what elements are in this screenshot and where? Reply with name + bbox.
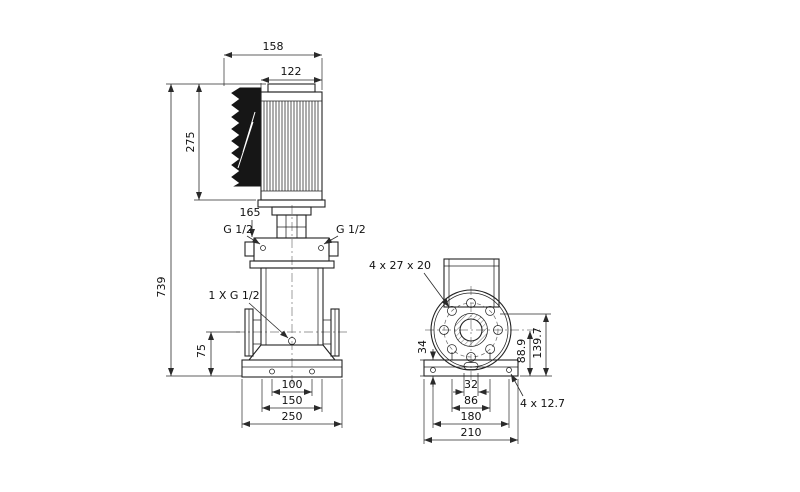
coupling xyxy=(276,214,307,239)
base-holes-label: 4 x 12.7 xyxy=(520,397,565,410)
head-port-right xyxy=(328,241,339,257)
dim-32: 32 xyxy=(453,373,489,396)
motor-assembly xyxy=(231,83,326,239)
dim-275-label: 275 xyxy=(184,132,197,153)
head-port-left xyxy=(244,241,255,257)
vent-port-left xyxy=(260,245,266,251)
port-right-label: G 1/2 xyxy=(336,223,366,236)
dim-180-label: 180 xyxy=(461,410,482,423)
port-label-left: G 1/2 xyxy=(223,223,261,245)
front-view: 158 122 275 739 75 165 G 1/2 xyxy=(155,40,366,428)
dim-150-label: 150 xyxy=(282,394,303,407)
base-holes-callout: 4 x 12.7 xyxy=(510,373,565,410)
dim-158-label: 158 xyxy=(263,40,284,53)
dim-88-9-label: 88.9 xyxy=(515,339,528,364)
sleeve-outline xyxy=(443,258,500,308)
base-slants xyxy=(248,344,336,361)
flange-holes-label: 4 x 27 x 20 xyxy=(369,259,431,272)
dim-122: 122 xyxy=(260,65,322,90)
dim-165-label: 165 xyxy=(240,206,261,219)
dim-88-9: 88.9 xyxy=(515,331,552,377)
drain-label: 1 X G 1/2 xyxy=(208,289,289,339)
front-centerlines xyxy=(236,205,348,385)
bolt-circle xyxy=(443,302,499,358)
dim-210: 210 xyxy=(423,379,519,444)
control-box-highlight xyxy=(237,111,256,169)
drain-port-label: 1 X G 1/2 xyxy=(208,289,259,302)
dim-165: 165 xyxy=(240,206,261,237)
motor-flange xyxy=(257,199,326,208)
dim-86: 86 xyxy=(451,379,491,412)
dim-180: 180 xyxy=(432,379,510,428)
bolt-holes xyxy=(439,298,503,362)
dim-158: 158 xyxy=(223,40,323,90)
base-hole-side-right xyxy=(506,367,512,373)
dim-739-label: 739 xyxy=(155,277,168,298)
pump-head xyxy=(244,237,339,269)
chamber-stack xyxy=(260,267,324,346)
motor-neck xyxy=(271,206,312,216)
base-hole-side-left xyxy=(430,367,436,373)
base-plate xyxy=(241,359,343,378)
coupling-lines xyxy=(277,215,306,238)
dim-34-label: 34 xyxy=(416,340,429,354)
base-front xyxy=(241,344,343,378)
flange-holes-callout: 4 x 27 x 20 xyxy=(369,259,450,308)
dim-250-label: 250 xyxy=(282,410,303,423)
base-side xyxy=(423,352,519,377)
vent-port-right xyxy=(318,245,324,251)
dim-250: 250 xyxy=(241,379,343,428)
dim-32-label: 32 xyxy=(464,378,478,391)
port-label-right: G 1/2 xyxy=(323,223,366,245)
stack-sleeve xyxy=(260,267,324,346)
stack-inner-walls xyxy=(265,268,319,345)
dim-75: 75 xyxy=(195,331,240,376)
flange-outer-circle xyxy=(430,289,512,371)
sleeve-walls xyxy=(444,259,499,307)
port-flange xyxy=(430,289,512,371)
motor-fins xyxy=(261,100,322,192)
pipe-flanges xyxy=(244,308,340,357)
side-sleeve xyxy=(443,258,500,308)
flange-hatch xyxy=(454,313,488,347)
dim-100-label: 100 xyxy=(282,378,303,391)
control-box xyxy=(231,87,262,187)
raised-face-circle xyxy=(454,313,488,347)
drain-plug xyxy=(288,337,296,345)
dim-210-label: 210 xyxy=(461,426,482,439)
bore-circle xyxy=(459,318,483,342)
dim-150: 150 xyxy=(261,379,323,412)
dim-139-7: 139.7 xyxy=(500,313,551,376)
pipe-right xyxy=(323,319,331,345)
port-left-label: G 1/2 xyxy=(223,223,253,236)
dim-100: 100 xyxy=(271,378,313,396)
side-view: 4 x 27 x 20 34 88.9 139.7 32 xyxy=(369,258,565,444)
dim-34: 34 xyxy=(416,340,440,387)
dim-139-7-label: 139.7 xyxy=(531,327,544,359)
base-hole-left xyxy=(269,368,275,375)
dim-739: 739 xyxy=(155,83,266,377)
dim-275: 275 xyxy=(184,84,256,201)
dim-122-label: 122 xyxy=(281,65,302,78)
dim-86-label: 86 xyxy=(464,394,478,407)
pipe-left xyxy=(253,319,261,345)
dim-75-label: 75 xyxy=(195,344,208,358)
base-center-slot xyxy=(463,362,479,370)
motor-cap xyxy=(267,83,316,93)
base-hole-right xyxy=(309,368,315,375)
base-plate-side xyxy=(423,359,519,377)
base-feet-lines xyxy=(451,352,491,360)
